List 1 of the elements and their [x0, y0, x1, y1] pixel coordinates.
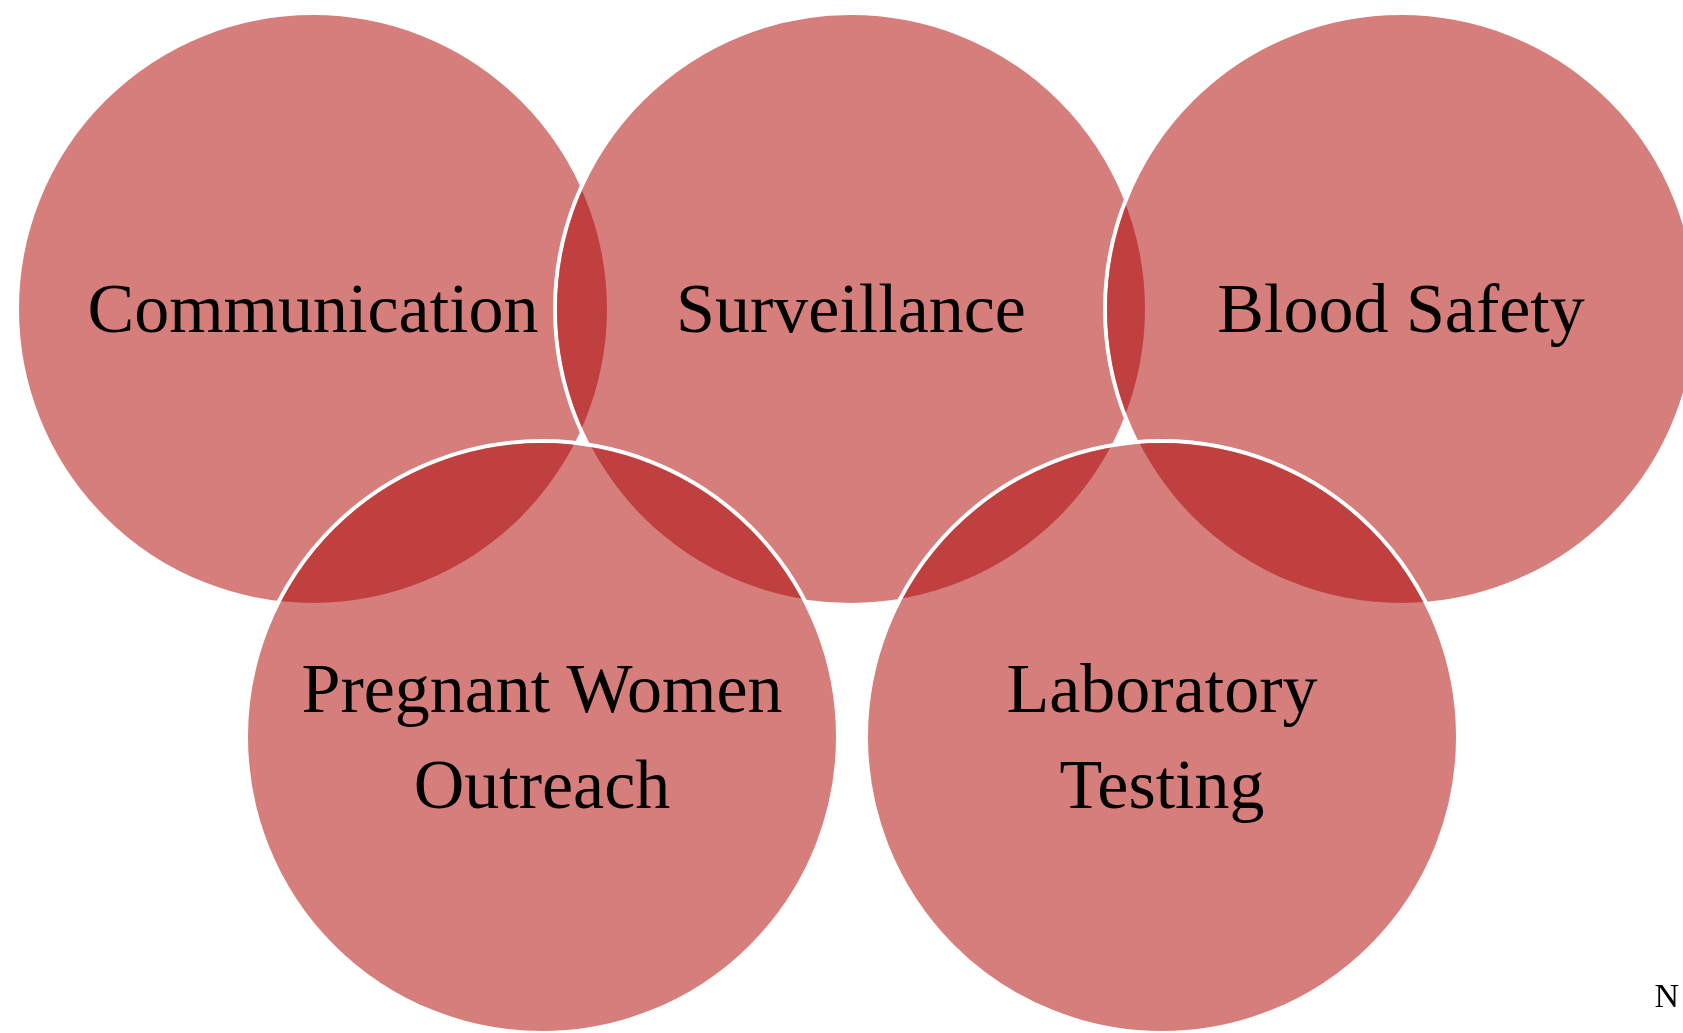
- text-fragment: N: [1654, 977, 1679, 1015]
